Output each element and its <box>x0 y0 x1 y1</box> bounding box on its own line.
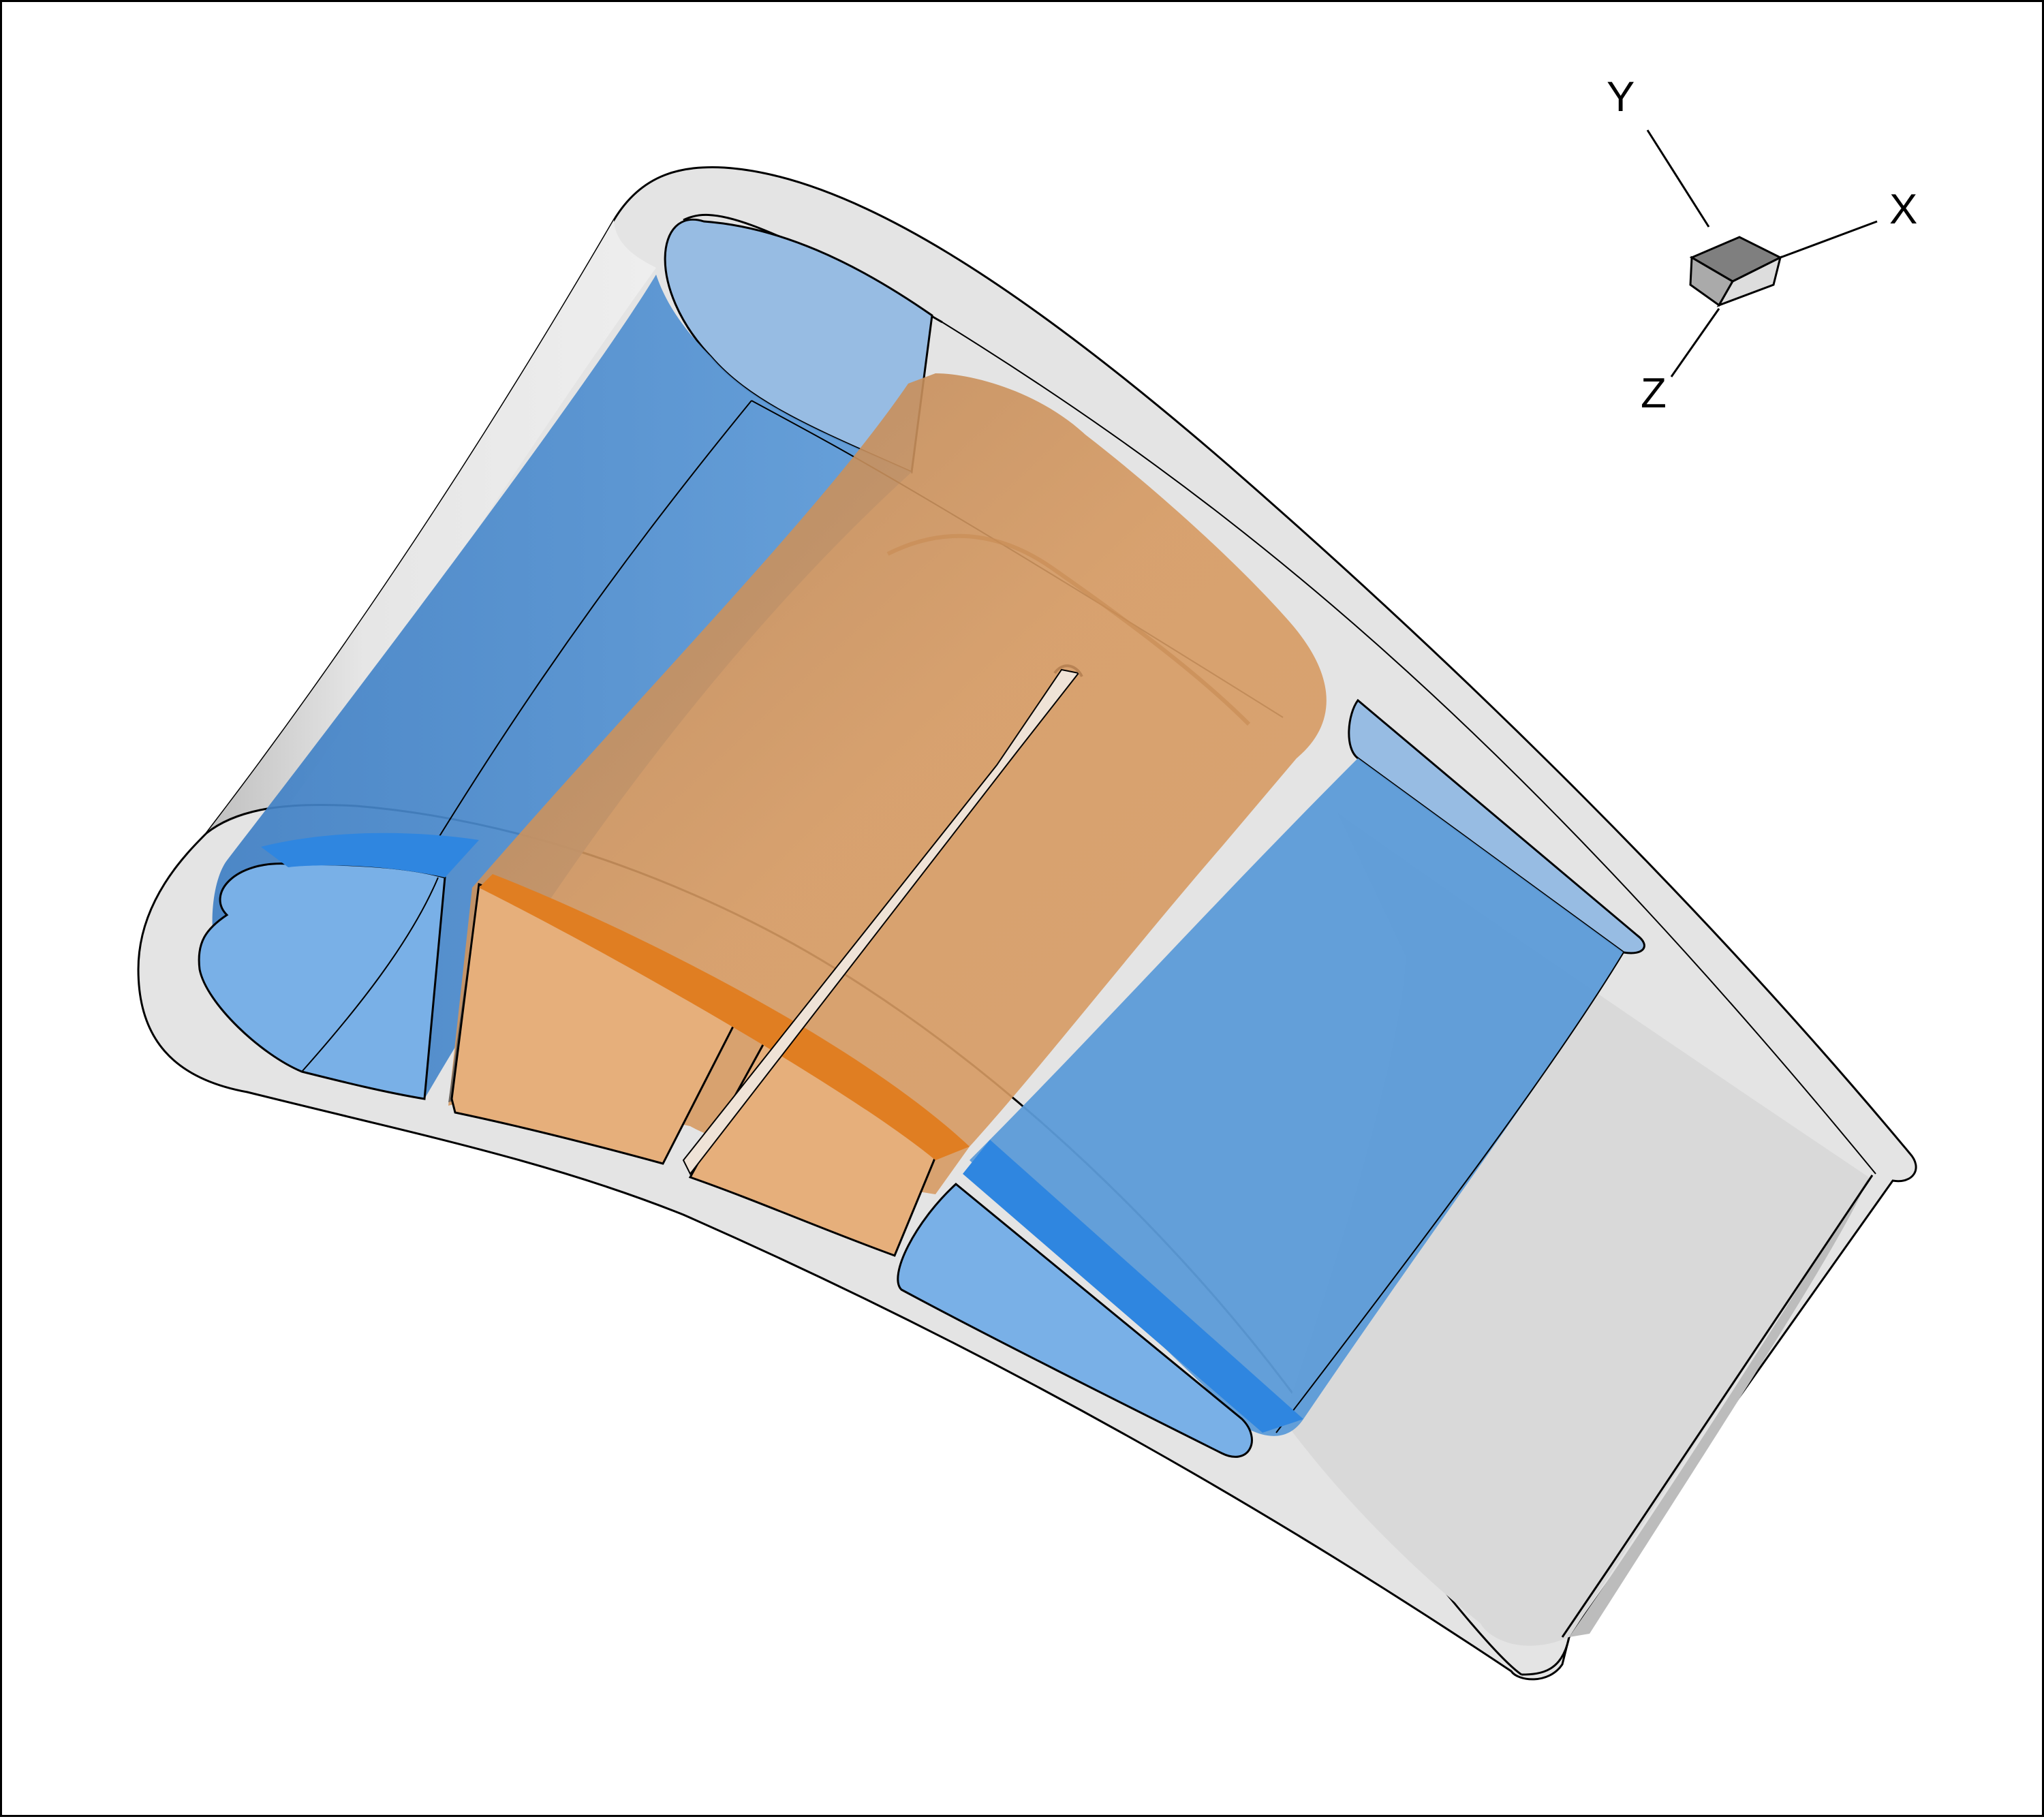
triad-y-axis <box>1646 129 1710 228</box>
triad-x-axis <box>1780 220 1878 259</box>
aft-channel-band <box>963 1140 1303 1433</box>
leading-edge-channel-near-inner <box>301 877 439 1072</box>
central-channel-band <box>479 874 970 1160</box>
axis-triad: Y X Z <box>1607 74 1917 417</box>
central-channel <box>448 373 1327 1257</box>
triad-cube <box>1689 236 1783 307</box>
aft-channel <box>897 698 1645 1458</box>
central-channel-ridge <box>886 533 1251 726</box>
outer-shell-inner-lip <box>1521 1636 1570 1676</box>
leading-edge-channel-near-cap <box>198 862 446 1100</box>
outer-shell-leading-wall <box>206 220 656 833</box>
triad-z-axis <box>1670 308 1720 377</box>
triad-cube-right <box>1716 255 1782 307</box>
triad-z-label: Z <box>1641 370 1667 417</box>
outer-shell-suction-edge <box>942 322 1876 1175</box>
aft-channel-face <box>970 758 1624 1436</box>
leading-edge-channel-top-cap <box>664 219 933 474</box>
aft-channel-near-cap <box>897 1183 1253 1458</box>
triad-y-label: Y <box>1607 74 1635 121</box>
central-channel-splitter-top <box>1053 664 1083 678</box>
leading-edge-channel-band <box>261 833 479 877</box>
triad-x-label: X <box>1889 186 1917 233</box>
trailing-bay-edge <box>1561 1175 1874 1638</box>
aft-channel-edge <box>1275 952 1624 1433</box>
